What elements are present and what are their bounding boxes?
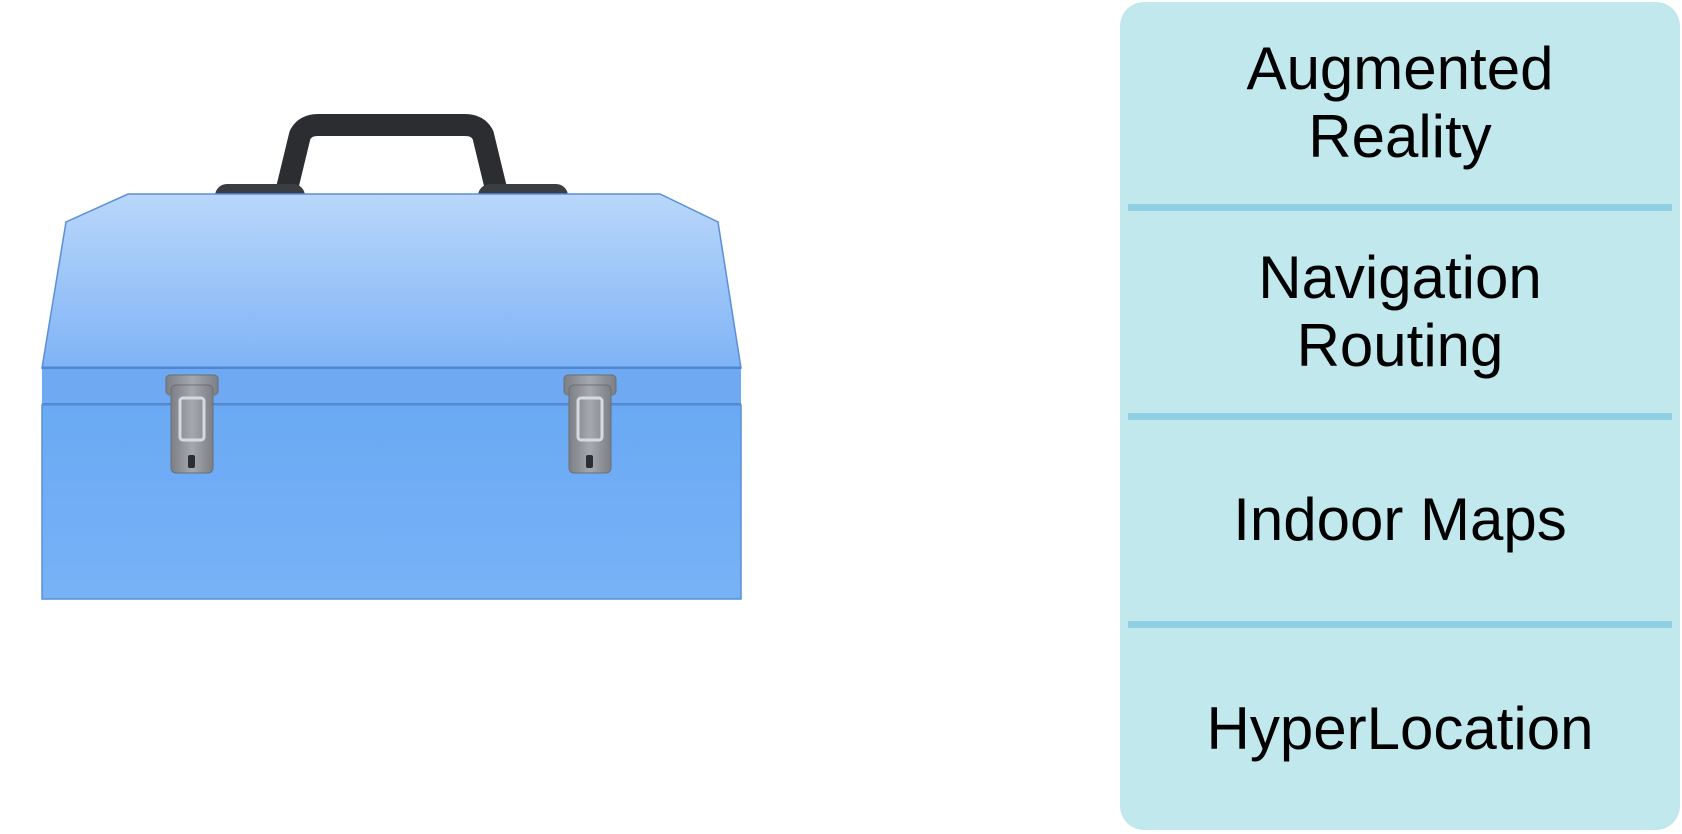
right-latch xyxy=(563,374,617,474)
divider xyxy=(1128,412,1672,420)
section-navigation-routing: Navigation Routing xyxy=(1128,211,1672,413)
section-label: Augmented Reality xyxy=(1246,34,1554,170)
section-label: Navigation Routing xyxy=(1258,243,1542,379)
section-label: Indoor Maps xyxy=(1233,486,1567,554)
section-augmented-reality: Augmented Reality xyxy=(1128,2,1672,204)
divider xyxy=(1128,621,1672,629)
divider xyxy=(1128,203,1672,211)
section-label: HyperLocation xyxy=(1206,695,1594,763)
toolbox-lid xyxy=(41,193,742,405)
left-latch xyxy=(165,374,219,474)
toolbox-icon xyxy=(41,114,742,600)
section-hyperlocation: HyperLocation xyxy=(1128,628,1672,830)
toolbox-body xyxy=(41,404,742,600)
section-indoor-maps: Indoor Maps xyxy=(1128,420,1672,622)
feature-stack: Augmented Reality Navigation Routing Ind… xyxy=(1120,2,1680,830)
